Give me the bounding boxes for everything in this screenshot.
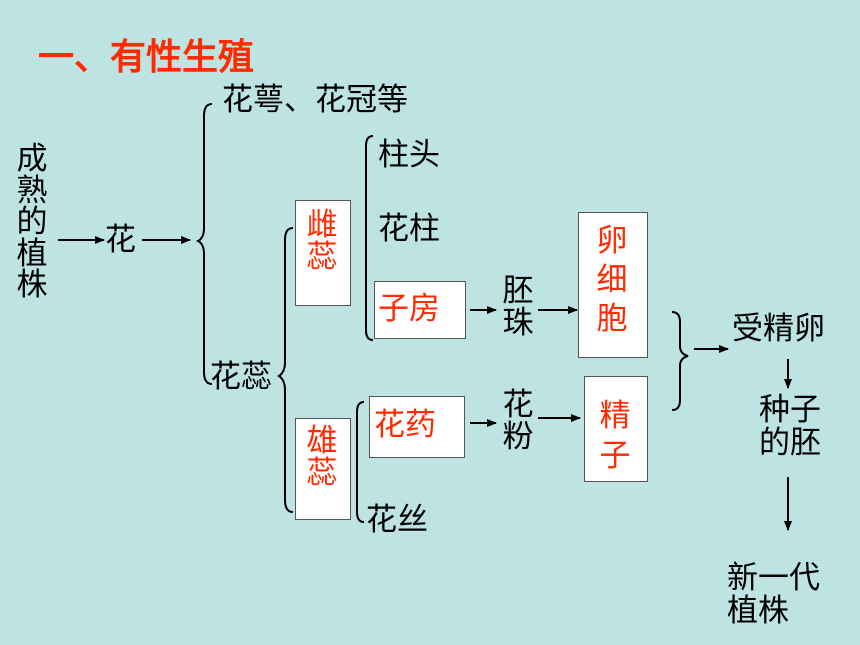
flower-heart-label: 花蕊 [210,359,272,395]
new-plant-label: 新一代植株 [727,560,820,629]
brace-fertilization [671,311,689,411]
pistil-box [295,200,351,306]
filament-label: 花丝 [366,502,428,538]
brace-flower-heart [277,227,294,513]
egg-cell-label: 卵细胞 [596,223,628,337]
bracket-pistil [365,135,374,341]
stamen-box [295,418,351,520]
style-label: 花柱 [378,211,440,247]
mature-plant-label: 成熟的植株 [16,141,48,304]
page-title: 一、有性生殖 [38,37,255,78]
ovary-box [374,281,466,339]
sepals-petals-label: 花萼、花冠等 [222,82,408,118]
flower-label: 花 [105,222,136,258]
sperm-box [584,376,648,482]
stamen-label: 雄蕊 [306,423,338,491]
sperm-label: 精子 [599,398,631,475]
egg-cell-box [578,212,648,358]
embryo-label: 种子的胚 [759,392,821,461]
ovary-label: 子房 [378,291,440,327]
anther-label: 花药 [374,407,436,443]
ovule-label: 胚珠 [502,273,534,341]
zygote-label: 受精卵 [732,311,825,347]
brace-flower-parts [195,103,213,385]
pistil-label: 雌蕊 [306,207,338,275]
stigma-label: 柱头 [378,137,440,173]
pollen-label: 花粉 [502,387,534,455]
anther-box [369,396,465,458]
bracket-stamen [356,401,365,523]
